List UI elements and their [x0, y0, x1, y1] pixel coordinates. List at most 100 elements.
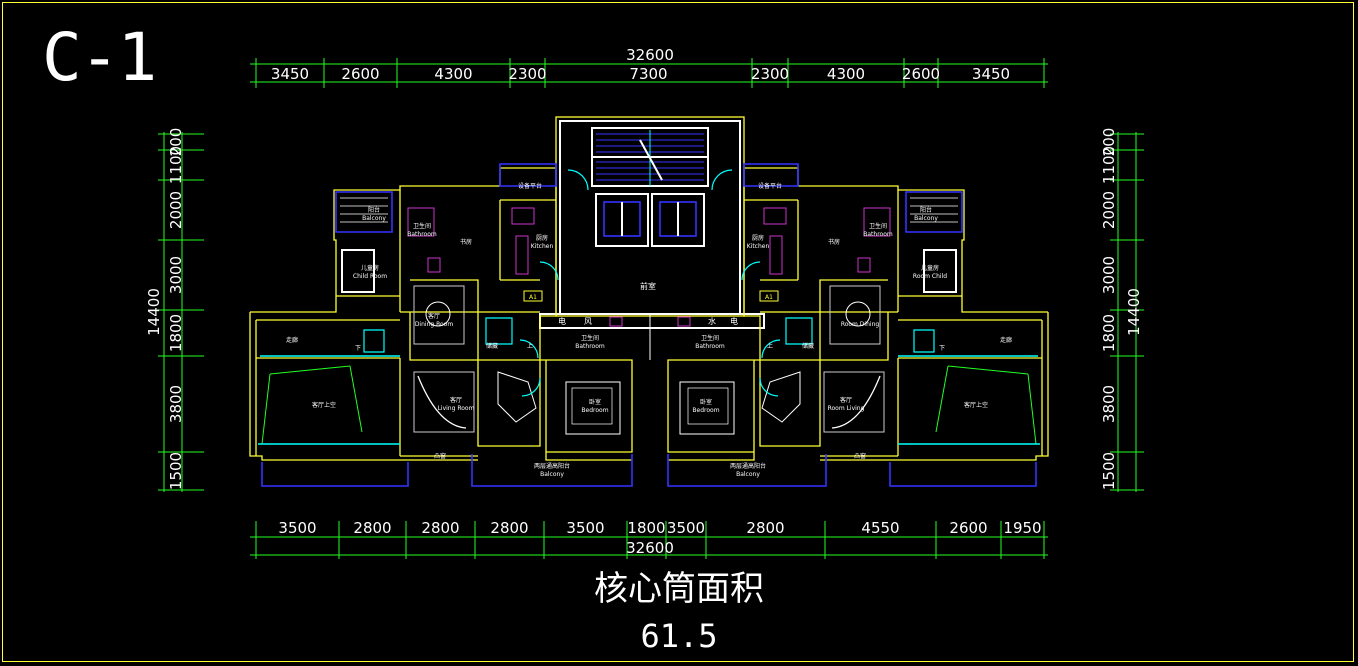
- right-segment-dim-4: 3000: [1100, 256, 1118, 294]
- bottom-segment-dim-5: 3500: [566, 519, 604, 537]
- label-kitchen-en-right: Kitchen: [747, 243, 770, 250]
- bottom-segment-dim-8: 2800: [746, 519, 784, 537]
- core-tube: 前室 电 风 水 电: [539, 116, 765, 360]
- label-dbl-balcony-en-right: Balcony: [736, 471, 760, 478]
- left-segment-dim-1: 200: [167, 128, 185, 157]
- label-storage-left: 储藏: [486, 342, 498, 350]
- bottom-segment-dim-2: 2800: [353, 519, 391, 537]
- top-segment-dim-6: 2300: [751, 65, 789, 83]
- label-child-left: 儿童房: [361, 264, 379, 272]
- label-dining-en-left: Dining Room: [415, 321, 454, 328]
- right-segment-dim-2: 1100: [1100, 146, 1118, 184]
- label-bath-center-right: 卫生间: [701, 334, 719, 342]
- bottom-segment-dim-10: 2600: [949, 519, 987, 537]
- label-dining-en-right: Room Dining: [841, 321, 880, 328]
- label-up-right: 上: [767, 342, 773, 350]
- label-bath-center-en-left: Bathroom: [575, 343, 605, 350]
- label-down-left: 下: [355, 345, 361, 352]
- label-shaft-wind: 风: [584, 317, 592, 326]
- label-study-right: 书房: [828, 238, 840, 246]
- top-segment-dim-3: 4300: [434, 65, 472, 83]
- label-bath-top-en-left: Bathroom: [407, 231, 437, 238]
- left-unit: A1 设备平台 阳台 Balcony 卫生间 Bathroom 书房 厨房 Ki…: [249, 163, 633, 487]
- right-segment-dim-6: 3800: [1100, 385, 1118, 423]
- label-living-en-right: Room Living: [828, 405, 865, 412]
- top-segment-dim-2: 2600: [341, 65, 379, 83]
- right-segment-dim-5: 1800: [1100, 314, 1118, 352]
- label-corridor-right: 走廊: [1000, 336, 1012, 344]
- label-bedroom-right: 卧室: [700, 398, 712, 406]
- bottom-segment-dim-4: 2800: [490, 519, 528, 537]
- top-segment-dim-8: 2600: [902, 65, 940, 83]
- label-equip-left: 设备平台: [518, 182, 542, 190]
- label-bay-right: 凸窗: [854, 452, 866, 460]
- unit-tag-left: A1: [529, 294, 537, 301]
- top-segment-dim-7: 4300: [827, 65, 865, 83]
- top-segment-dim-9: 3450: [972, 65, 1010, 83]
- label-balcony-left: 阳台: [368, 206, 380, 214]
- label-study-left: 书房: [460, 238, 472, 246]
- bottom-segment-dim-6: 1800: [627, 519, 665, 537]
- label-balcony-right: 阳台: [920, 206, 932, 214]
- label-shaft-electric-left: 电: [558, 316, 566, 326]
- label-bath-top-right: 卫生间: [869, 222, 887, 230]
- right-segment-dim-7: 1500: [1100, 452, 1118, 490]
- label-kitchen-right: 厨房: [752, 234, 764, 242]
- label-kitchen-en-left: Kitchen: [531, 243, 554, 250]
- top-segment-dim-1: 3450: [271, 65, 309, 83]
- left-total-dim: 14400: [145, 288, 163, 336]
- label-child-right: 儿童房: [921, 264, 939, 272]
- label-shaft-water: 水: [708, 316, 716, 326]
- label-dbl-balcony-right: 两层通高阳台: [730, 462, 766, 470]
- label-down-right: 下: [939, 345, 945, 352]
- bottom-segment-dim-1: 3500: [278, 519, 316, 537]
- label-void-right: 客厅上空: [964, 401, 988, 409]
- top-total-dim: 32600: [626, 46, 674, 64]
- unit-tag-right: A1: [765, 294, 773, 301]
- label-dbl-balcony-left: 两层通高阳台: [534, 462, 570, 470]
- label-living-en-left: Living Room: [438, 405, 475, 412]
- core-area-value: 61.5: [640, 617, 718, 655]
- label-void-left: 客厅上空: [312, 401, 336, 409]
- label-corridor-left: 走廊: [286, 336, 298, 344]
- label-landing: 前室: [640, 281, 656, 291]
- left-segment-dim-2: 1100: [167, 146, 185, 184]
- label-dining-left: 客厅: [428, 312, 440, 320]
- drawing-title: C-1: [42, 19, 157, 96]
- label-child-en-right: Room Child: [913, 273, 947, 280]
- label-balcony-en-right: Balcony: [914, 215, 938, 222]
- top-segment-dim-5: 7300: [629, 65, 667, 83]
- label-bedroom-left: 卧室: [589, 398, 601, 406]
- label-storage-right: 储藏: [802, 342, 814, 350]
- label-bay-left: 凸窗: [434, 452, 446, 460]
- label-child-en-left: Child Room: [353, 273, 387, 280]
- right-segment-dim-3: 2000: [1100, 191, 1118, 229]
- label-bath-top-left: 卫生间: [413, 222, 431, 230]
- left-segment-dim-4: 3000: [167, 256, 185, 294]
- right-unit: A1 设备平台 阳台 Balcony 卫生间 Bathroom 书房 厨房 Ki…: [667, 163, 1049, 487]
- bottom-total-dim: 32600: [626, 539, 674, 557]
- label-up-left: 上: [527, 342, 533, 350]
- label-bath-center-left: 卫生间: [581, 334, 599, 342]
- label-bath-center-en-right: Bathroom: [695, 343, 725, 350]
- bottom-segment-dim-11: 1950: [1003, 519, 1041, 537]
- label-balcony-en-left: Balcony: [362, 215, 386, 222]
- top-segment-dim-4: 2300: [508, 65, 546, 83]
- left-segment-dim-5: 1800: [167, 314, 185, 352]
- right-total-dim: 14400: [1125, 288, 1143, 336]
- bottom-segment-dim-9: 4550: [861, 519, 899, 537]
- top-dimension-chain: 32600 3450 2600 4300 2300 7300 2300 4300 2600 34…: [250, 46, 1048, 88]
- label-shaft-electric-right: 电: [730, 316, 738, 326]
- right-segment-dim-1: 200: [1100, 128, 1118, 157]
- left-segment-dim-7: 1500: [167, 452, 185, 490]
- label-dbl-balcony-en-left: Balcony: [540, 471, 564, 478]
- label-kitchen-left: 厨房: [536, 234, 548, 242]
- bottom-segment-dim-3: 2800: [421, 519, 459, 537]
- label-bedroom-en-right: Bedroom: [692, 407, 719, 414]
